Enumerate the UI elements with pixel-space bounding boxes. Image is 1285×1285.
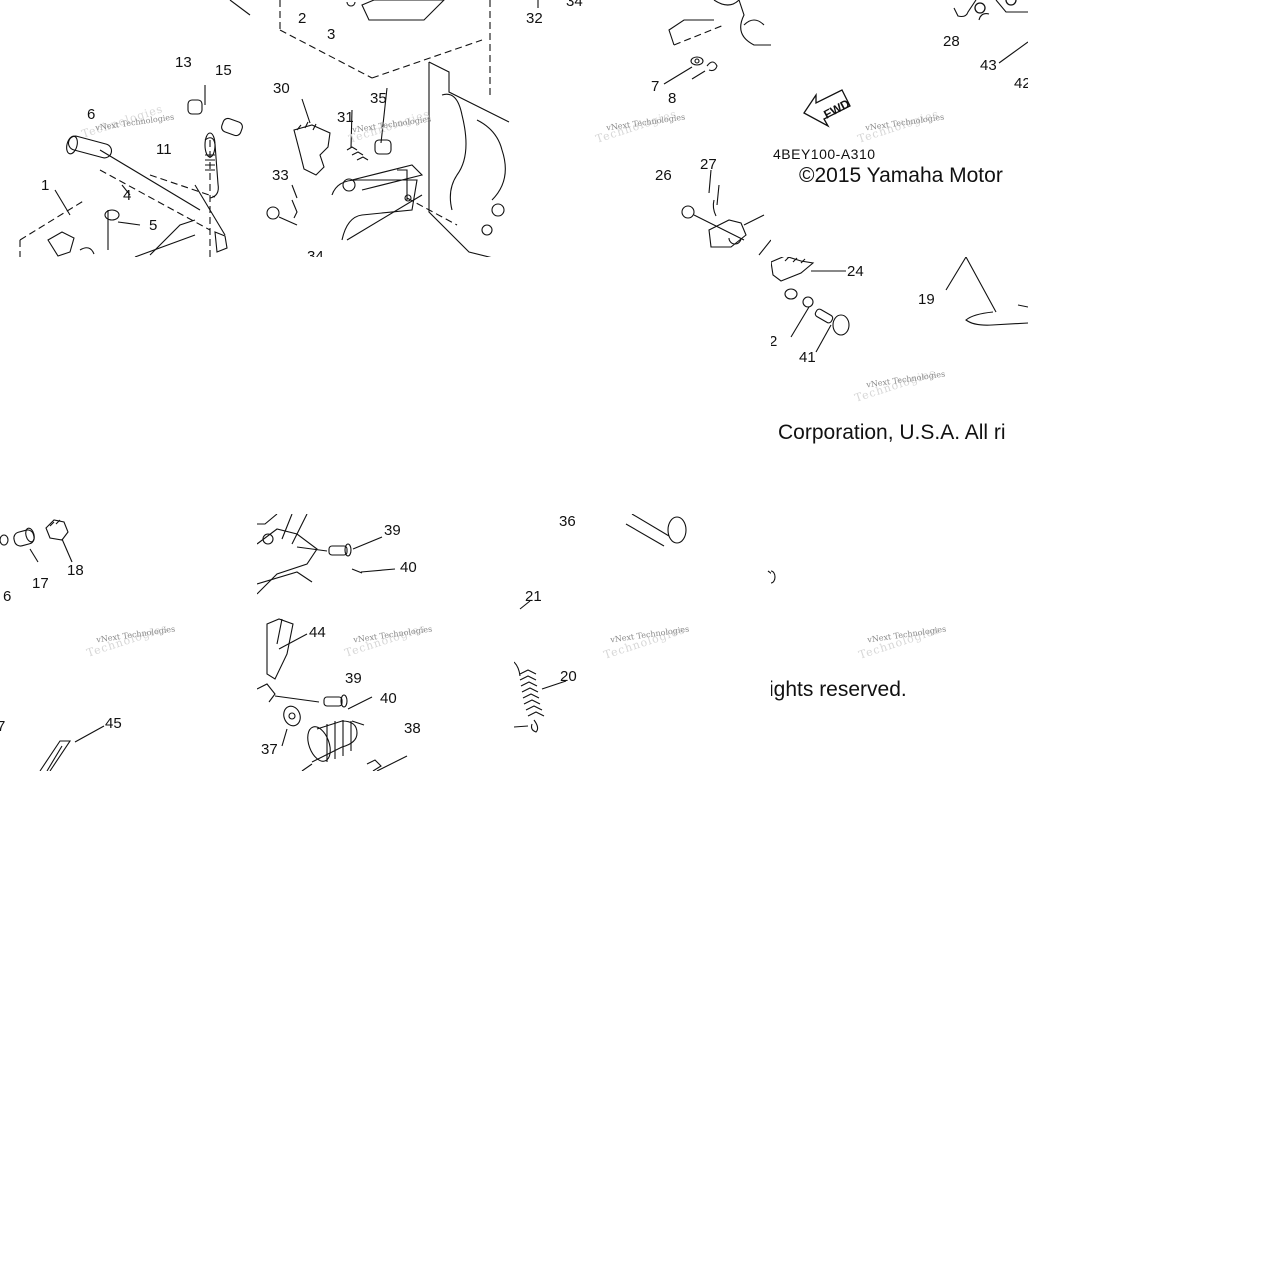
part-label-45: 45 — [105, 715, 122, 732]
part-label-39-lower: 39 — [345, 670, 362, 687]
rear-left-drawing — [0, 519, 105, 771]
part-label-15: 15 — [215, 62, 232, 79]
part-label-33: 33 — [272, 167, 289, 184]
part-label-5: 5 — [149, 217, 158, 234]
part-label-39: 39 — [384, 522, 401, 539]
part-label-32: 32 — [526, 10, 543, 27]
copyright-text: ©2015 Yamaha Motor — [799, 164, 1003, 187]
part-label-13: 13 — [175, 54, 192, 71]
part-label-42: 42 — [1014, 75, 1028, 92]
part-label-27: 27 — [700, 156, 717, 173]
part-label-3: 3 — [327, 26, 336, 43]
spring-drawing — [514, 514, 771, 733]
diagram-tile-brake: Technologies vNext Technologies 32 7 8 2… — [514, 0, 771, 257]
brake-pedal-drawing — [537, 0, 771, 256]
diagram-tile-sidestand: Technologies vNext Technologies 24 19 2 … — [771, 257, 1028, 514]
part-label-37: 37 — [261, 741, 278, 758]
part-label-8: 8 — [668, 90, 677, 107]
diagram-tile-header: FWD Technologies vNext Technologies 28 4… — [771, 0, 1028, 257]
part-label-36: 36 — [559, 514, 576, 530]
part-label-42-partial: 2 — [771, 333, 778, 350]
part-label-20: 20 — [560, 668, 577, 685]
part-label-17: 17 — [32, 575, 49, 592]
part-label-40-lower: 40 — [380, 690, 397, 707]
diagram-code: 4BEY100-A310 — [773, 146, 876, 162]
fwd-arrow-icon — [803, 89, 851, 128]
part-label-21: 21 — [525, 588, 542, 605]
part-label-4: 4 — [123, 187, 132, 204]
part-label-34: 34 — [307, 248, 324, 257]
part-label-35: 35 — [370, 90, 387, 107]
diagram-tile-spring: Technologies vNext Technologies 36 21 20 — [514, 514, 771, 771]
part-label-26: 26 — [655, 167, 672, 184]
part-label-31: 31 — [337, 109, 354, 126]
rear-footrest-drawing — [257, 514, 408, 771]
part-label-6: 6 — [87, 106, 96, 123]
fwd-arrow-drawing — [803, 0, 1028, 128]
part-label-1: 1 — [41, 177, 50, 194]
diagram-tile-rear-footrest: Technologies vNext Technologies 39 40 44… — [257, 514, 514, 771]
copyright-text-3: ights reserved. — [771, 678, 907, 701]
sidestand-drawing — [771, 257, 1028, 353]
footer-drawing — [771, 570, 776, 584]
part-label-43: 43 — [980, 57, 997, 74]
part-label-40: 40 — [400, 559, 417, 576]
part-label-6-lower: 6 — [3, 588, 12, 605]
footrest-drawing — [266, 0, 510, 257]
part-label-19: 19 — [918, 291, 935, 308]
shift-pedal-drawing — [19, 0, 251, 257]
part-label-11: 11 — [156, 141, 172, 158]
part-label-34-top: 34 — [566, 0, 583, 10]
part-label-28: 28 — [943, 33, 960, 50]
part-label-7: 7 — [651, 78, 660, 95]
diagram-tile-rear-left: Technologies vNext Technologies 6 17 18 … — [0, 514, 257, 771]
diagram-tile-footer: Technologies vNext Technologies ights re… — [771, 514, 1028, 771]
part-label-44: 44 — [309, 624, 326, 641]
part-label-38: 38 — [404, 720, 421, 737]
part-label-41: 41 — [799, 349, 816, 366]
part-label-2: 2 — [298, 10, 307, 27]
diagram-tile-footrest: Technologies vNext Technologies 2 3 30 3… — [257, 0, 514, 257]
part-label-7-lower: 7 — [0, 718, 6, 735]
copyright-text-2: Corporation, U.S.A. All ri — [778, 421, 1006, 444]
part-label-30: 30 — [273, 80, 290, 97]
part-label-18: 18 — [67, 562, 84, 579]
diagram-tile-shift-pedal: Technologies vNext Technologies 13 15 6 … — [0, 0, 257, 257]
part-label-24: 24 — [847, 263, 864, 280]
